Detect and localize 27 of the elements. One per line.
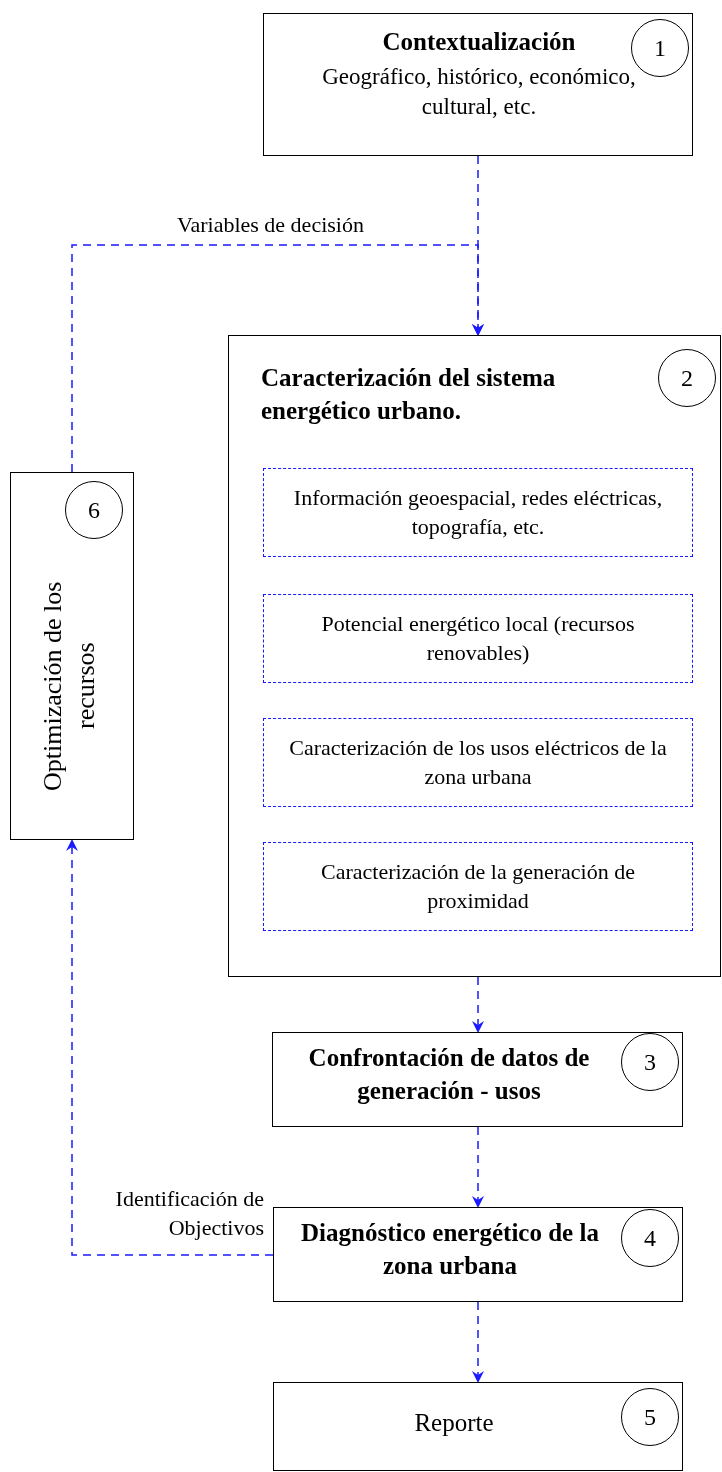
step-number-circle: 5	[621, 1388, 679, 1446]
process-box	[272, 1032, 683, 1127]
step-number-circle: 4	[621, 1209, 679, 1267]
dashed-arrow	[66, 839, 274, 1256]
step-number-circle: 1	[631, 19, 689, 77]
sub-step-box: Caracterización de la generación de proximidad	[263, 842, 693, 931]
box-title: Contextualización	[381, 28, 577, 56]
dashed-arrow	[472, 1126, 484, 1208]
dashed-arrow	[71, 244, 484, 473]
sub-step-box: Potencial energético local (recursos renovables)	[263, 594, 693, 683]
box-title: Caracterización del sistema energético urbano.	[261, 363, 557, 426]
sub-step-box: Caracterización de los usos eléctricos de la zona urbana	[263, 718, 693, 807]
box-title: Optimización de los recursos	[37, 580, 101, 793]
step-number-circle: 3	[621, 1033, 679, 1091]
box-title: Diagnóstico energético de la zona urbana	[300, 1218, 600, 1281]
dashed-arrow	[472, 976, 484, 1033]
dashed-arrow	[472, 1301, 484, 1383]
sub-step-box: Información geoespacial, redes eléctricas, topografía, etc.	[263, 468, 693, 557]
step-number-circle: 2	[658, 349, 716, 407]
step-number-circle: 6	[65, 481, 123, 539]
process-box	[10, 472, 134, 840]
box-title: Reporte	[413, 1409, 495, 1437]
process-box	[273, 1207, 683, 1302]
process-box	[263, 13, 693, 156]
process-box	[228, 335, 721, 977]
process-box	[273, 1382, 683, 1471]
box-title: Confrontación de datos de generación - usos	[307, 1043, 591, 1106]
